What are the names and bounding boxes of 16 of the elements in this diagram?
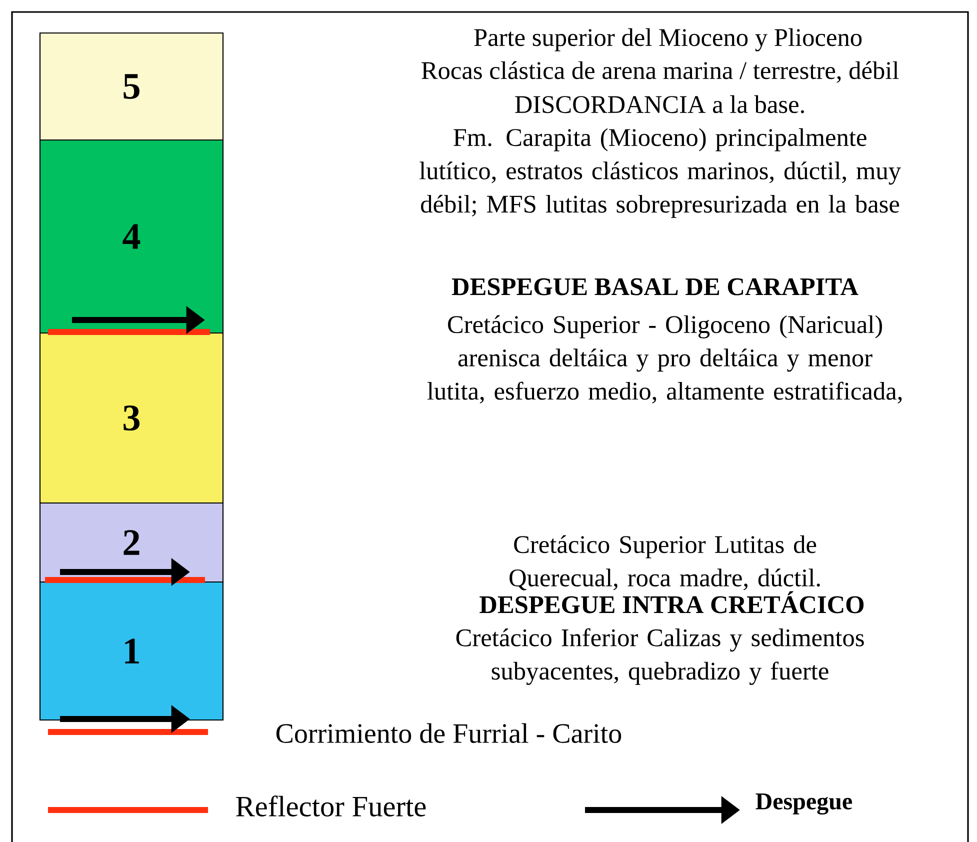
layer-box: 4	[39, 139, 224, 334]
layer-description: Cretácico Superior Lutitas de Querecual, roca madre, dúctil.	[510, 535, 820, 590]
legend-label: Reflector Fuerte	[236, 796, 426, 816]
layer-description: Cretácico Inferior Calizas y sedimentos subyacentes, quebradizo y fuerte	[456, 628, 864, 685]
thrust-label: Corrimiento de Furrial - Carito	[276, 723, 622, 743]
layer-description: DISCORDANCIA a la base.	[515, 95, 804, 114]
detachment-heading: DESPEGUE BASAL DE CARAPITA	[452, 278, 858, 296]
detachment-heading: DESPEGUE INTRA CRETÁCICO	[480, 591, 864, 614]
layer-box: 5	[39, 32, 224, 141]
layer-description: Fm. Carapita (Mioceno) principalmente lutítico, estratos clásticos marinos, dúctil, muy débil; MFS lutitas sobrepresurizada en la base	[420, 128, 901, 218]
layer-description: Cretácico Superior - Oligoceno (Naricual) arenisca deltáica y pro deltáica y menor lutita, esfuerzo medio, altamente estratificada,	[427, 315, 902, 404]
layer-box: 3	[39, 332, 224, 504]
legend-label: Despegue	[756, 794, 852, 814]
layer-description: Rocas clástica de arena marina / terrestre, débil	[422, 61, 899, 83]
layer-box: 1	[39, 581, 224, 721]
layer-description: Parte superior del Mioceno y Plioceno	[474, 28, 862, 52]
